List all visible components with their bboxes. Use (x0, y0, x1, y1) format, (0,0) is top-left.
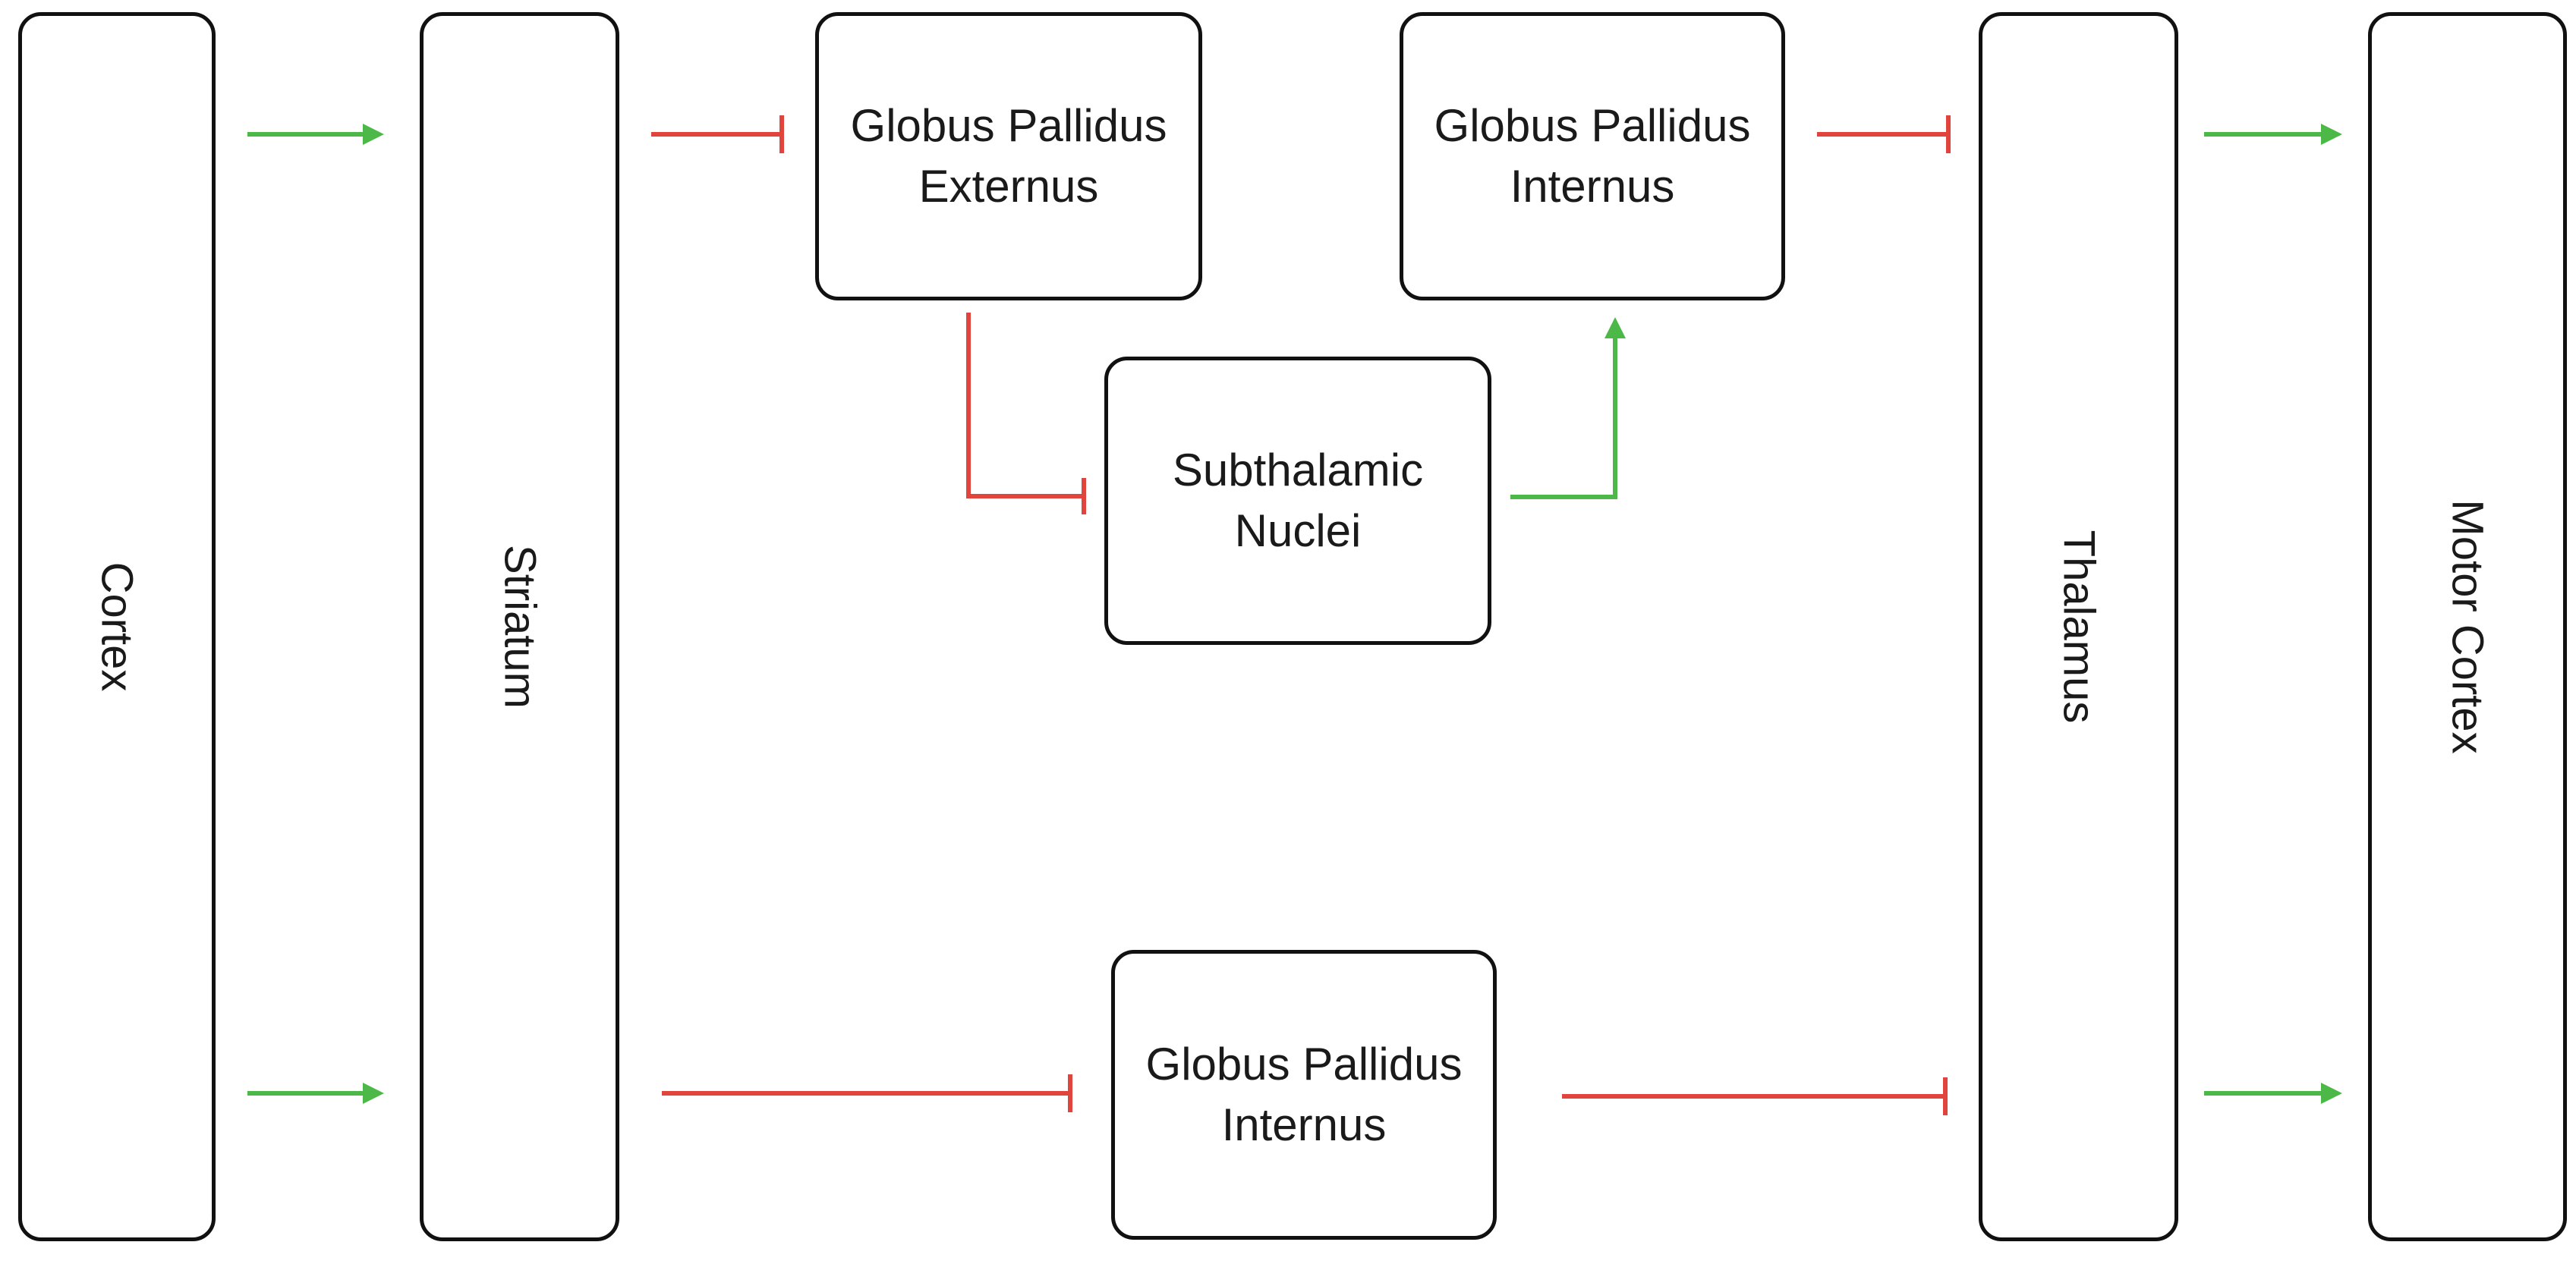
gpi-bottom-label-line1: Globus Pallidus (1145, 1039, 1463, 1089)
cortex-node: Cortex (18, 12, 216, 1241)
thalamus-to-motor-cortex-direct-arrow (2204, 1083, 2342, 1104)
striatum-to-gpe-inhibitory-connection (651, 115, 784, 153)
stn-to-gpi-top-arrow (1510, 317, 1626, 499)
gpi-bottom-to-thalamus-inhibitory-connection (1562, 1077, 1948, 1115)
striatum-node: Striatum (420, 12, 619, 1241)
globus-pallidus-internus-top-node: Globus Pallidus Internus (1400, 12, 1785, 300)
stn-label-line1: Subthalamic (1172, 445, 1424, 495)
thalamus-node: Thalamus (1979, 12, 2178, 1241)
globus-pallidus-internus-bottom-node: Globus Pallidus Internus (1111, 950, 1497, 1240)
thalamus-to-motor-cortex-indirect-arrow (2204, 124, 2342, 145)
gpe-label-line1: Globus Pallidus (850, 100, 1167, 151)
striatum-to-gpi-bottom-inhibitory-connection (662, 1074, 1072, 1112)
cortex-to-striatum-indirect-arrow (247, 124, 384, 145)
gpi-bottom-label-line2: Internus (1221, 1099, 1387, 1150)
subthalamic-nuclei-node: Subthalamic Nuclei (1104, 357, 1491, 645)
gpe-to-stn-inhibitory-connection (966, 313, 1086, 514)
stn-label-line2: Nuclei (1234, 505, 1362, 556)
gpi-top-label-line2: Internus (1510, 161, 1675, 212)
globus-pallidus-externus-node: Globus Pallidus Externus (815, 12, 1202, 300)
motor-cortex-node: Motor Cortex (2368, 12, 2567, 1241)
gpi-top-label-line1: Globus Pallidus (1434, 100, 1751, 151)
gpe-label-line2: Externus (918, 161, 1099, 212)
gpi-top-to-thalamus-inhibitory-connection (1817, 115, 1951, 153)
cortex-to-striatum-direct-arrow (247, 1083, 384, 1104)
